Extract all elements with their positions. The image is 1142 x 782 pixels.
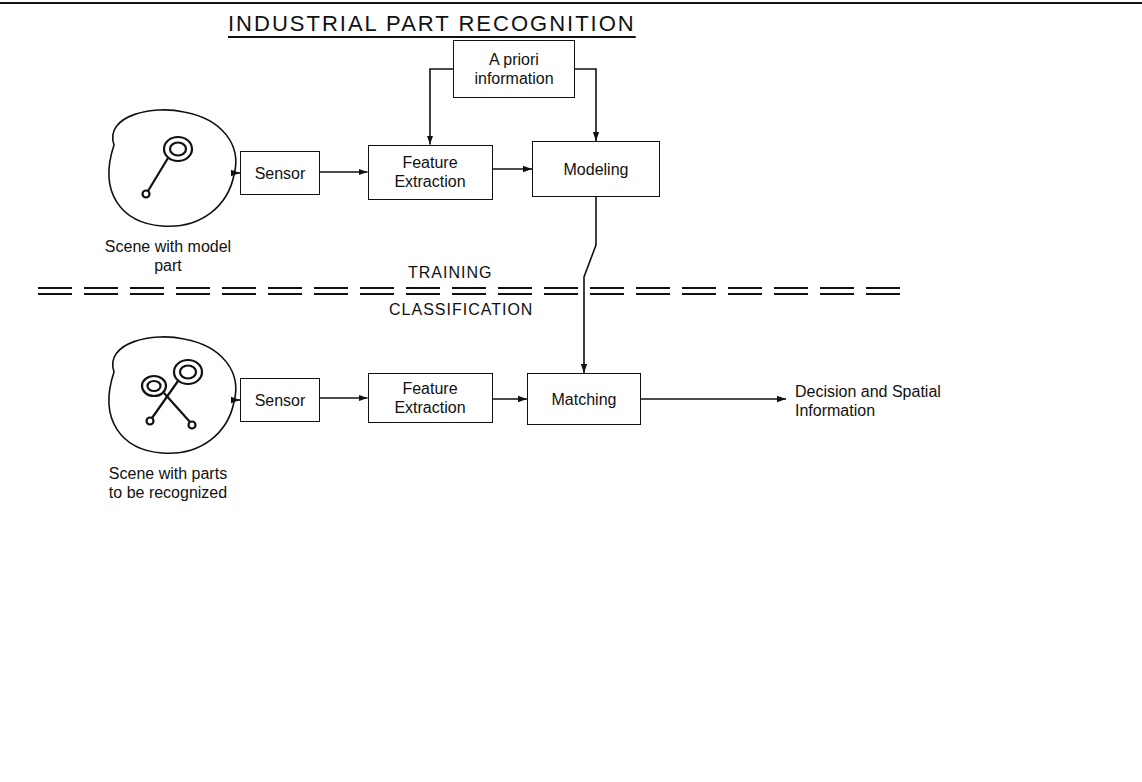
part-illustration xyxy=(143,137,193,198)
process-box: Sensor xyxy=(240,378,320,422)
box-label: Modeling xyxy=(560,160,633,179)
process-box: Modeling xyxy=(532,141,660,197)
scene-blob xyxy=(92,103,244,233)
box-label: Feature Extraction xyxy=(369,379,492,417)
diagram-title: INDUSTRIAL PART RECOGNITION xyxy=(228,14,636,33)
flow-arrow xyxy=(575,69,596,141)
flow-arrow xyxy=(320,397,368,399)
scene-blob xyxy=(92,330,244,460)
scene-caption: Scene with model part xyxy=(103,237,233,275)
flow-arrow xyxy=(320,171,368,173)
phase-divider xyxy=(38,288,912,294)
scene-caption: Scene with parts to be recognized xyxy=(103,464,233,502)
phase-label: TRAINING xyxy=(405,263,495,282)
process-box: Matching xyxy=(527,373,641,425)
box-label: Sensor xyxy=(251,391,310,410)
box-label: Matching xyxy=(548,390,621,409)
box-label: Feature Extraction xyxy=(369,153,492,191)
process-box: Feature Extraction xyxy=(368,373,493,423)
output-arrow xyxy=(641,398,786,400)
flow-arrow xyxy=(493,398,528,400)
box-label: Sensor xyxy=(251,164,310,183)
process-box: Feature Extraction xyxy=(368,145,493,200)
phase-label: CLASSIFICATION xyxy=(386,300,536,319)
flow-arrow xyxy=(584,197,596,373)
top-rule xyxy=(0,2,1142,4)
flow-arrow xyxy=(493,168,533,170)
flow-arrow xyxy=(430,69,453,145)
box-label: A priori information xyxy=(454,50,574,88)
part-illustration xyxy=(142,360,202,429)
scene-outline: Scene with parts to be recognized xyxy=(92,330,244,502)
process-box: Sensor xyxy=(240,151,320,195)
output-label: Decision and Spatial Information xyxy=(795,382,943,420)
scene-outline: Scene with model part xyxy=(92,103,244,275)
process-box: A priori information xyxy=(453,40,575,98)
